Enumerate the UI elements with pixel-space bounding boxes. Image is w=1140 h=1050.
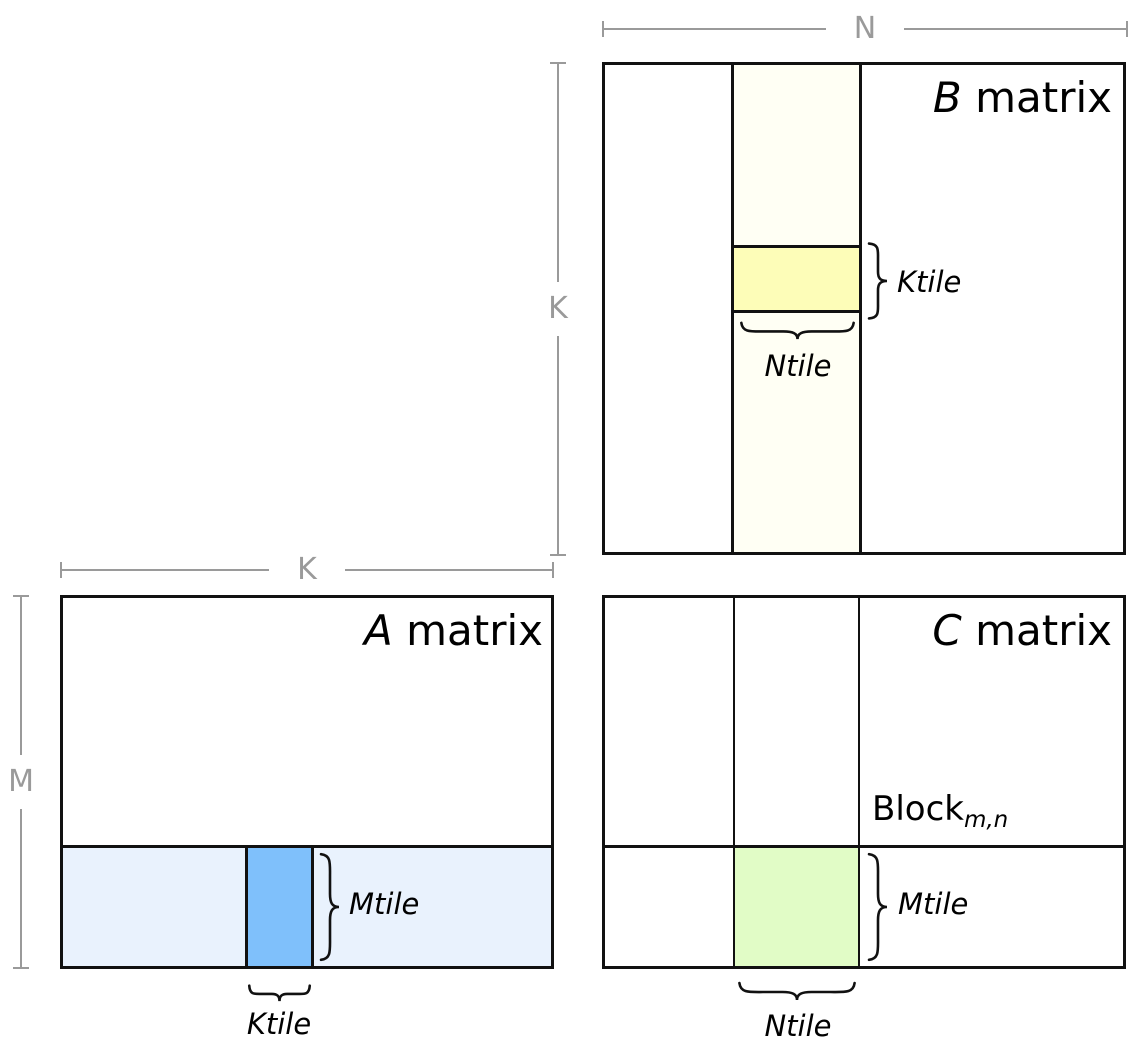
b-matrix-rect [602, 62, 1126, 555]
dimension-tick [550, 554, 566, 556]
dimension-k-vertical: K [548, 62, 568, 556]
a-ktile-label: Ktile [246, 1007, 312, 1041]
b-ktile-label: Ktile [897, 265, 962, 299]
dimension-line [557, 336, 559, 554]
dimension-k-horizontal: K [60, 555, 554, 585]
dimension-line [62, 569, 270, 571]
c-block-tile [735, 848, 858, 966]
c-mtile-label: Mtile [898, 887, 969, 921]
b-ktile-tile [731, 245, 862, 313]
c-block-label: Blockm,n [872, 792, 1008, 832]
c-matrix-word: matrix [975, 606, 1112, 655]
c-matrix-letter: C [932, 606, 962, 655]
a-matrix-letter: A [363, 606, 393, 655]
dimension-tick [602, 21, 604, 37]
b-matrix-word: matrix [975, 73, 1112, 122]
dimension-line [557, 64, 559, 282]
a-matrix-title: A matrix [60, 606, 543, 655]
dimension-tick [552, 562, 554, 578]
b-matrix-title: B matrix [602, 73, 1112, 122]
mtile-brace-icon [866, 852, 890, 962]
a-mtile-tile [245, 845, 314, 966]
c-matrix-rect [602, 595, 1126, 969]
c-block-word: Block [872, 789, 964, 829]
dimension-m-label: M [8, 764, 34, 799]
c-row-divider [605, 845, 1123, 848]
a-mtile-label: Mtile [349, 887, 420, 921]
a-matrix-word: matrix [406, 606, 543, 655]
dimension-line [344, 569, 552, 571]
dimension-k2-label: K [297, 552, 317, 587]
mtile-brace-icon [318, 852, 342, 962]
dimension-m: M [8, 595, 34, 969]
b-ntile-label: Ntile [764, 349, 832, 383]
dimension-tick [13, 595, 29, 597]
c-matrix-title: C matrix [602, 606, 1112, 655]
c-column-divider-left [733, 598, 735, 966]
dimension-line [904, 28, 1127, 30]
ntile-underbrace-icon [737, 980, 857, 1002]
c-ntile-label: Ntile [764, 1009, 832, 1043]
dimension-tick [60, 562, 62, 578]
ntile-underbrace-icon [739, 320, 856, 341]
dimension-line [604, 28, 826, 30]
dimension-line [20, 597, 22, 755]
dimension-tick [13, 967, 29, 969]
ktile-underbrace-icon [248, 983, 311, 1003]
dimension-tick [1126, 21, 1129, 37]
ktile-brace-icon [866, 242, 890, 320]
dimension-tick [550, 62, 566, 64]
dimension-line [20, 809, 22, 967]
dimension-k-label: K [548, 291, 568, 326]
c-column-divider-right [858, 598, 860, 966]
c-block-subscript: m,n [963, 807, 1009, 833]
dimension-n-label: N [853, 11, 877, 46]
dimension-n: N [602, 11, 1129, 46]
b-matrix-letter: B [932, 73, 962, 122]
